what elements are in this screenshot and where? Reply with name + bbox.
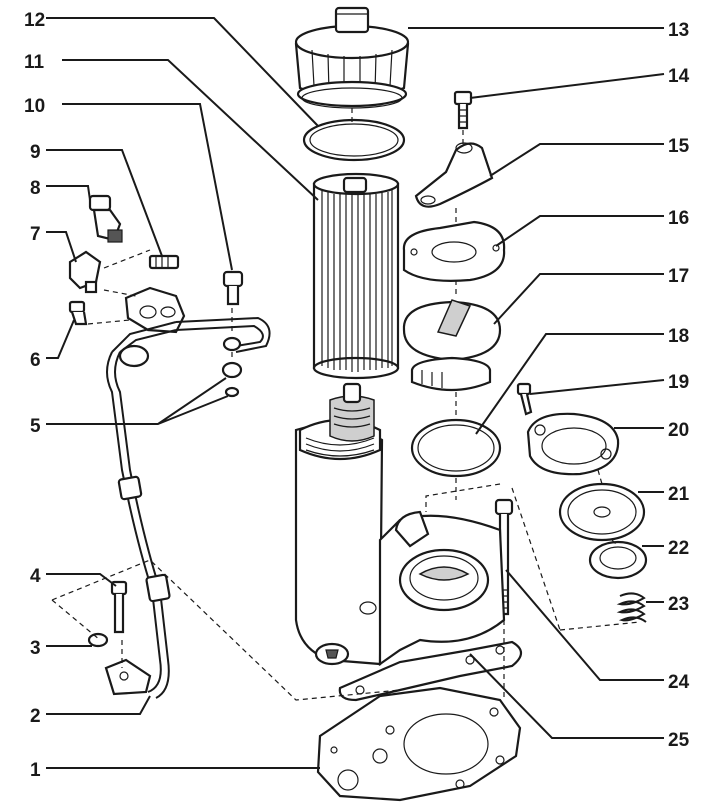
bracket <box>414 142 494 208</box>
filter-housing <box>294 382 506 667</box>
base-gasket-1 <box>316 686 522 802</box>
callout-5: 5 <box>30 416 41 437</box>
callout-6: 6 <box>30 350 41 371</box>
leader-lines <box>46 17 665 769</box>
callout-12: 12 <box>24 10 45 31</box>
spring-seat-22 <box>588 540 648 580</box>
sensor-8 <box>88 194 123 243</box>
callout-16: 16 <box>668 208 689 229</box>
washer-3 <box>87 632 109 648</box>
line-clip-2 <box>104 658 152 696</box>
gasket-16 <box>402 220 506 282</box>
washers-5 <box>221 336 243 398</box>
callout-15: 15 <box>668 136 690 157</box>
bolt-10 <box>222 270 244 306</box>
callout-13: 13 <box>668 20 689 41</box>
callout-21: 21 <box>668 484 690 505</box>
callout-labels: 12 11 10 9 8 7 6 5 4 3 2 1 13 14 15 16 1… <box>24 10 690 781</box>
callout-4: 4 <box>30 566 41 587</box>
callout-23: 23 <box>668 594 689 615</box>
oil-filter-cap <box>294 6 410 109</box>
assembly-dash-lines <box>51 249 641 701</box>
valve-housing-17 <box>402 299 502 392</box>
screw-19 <box>516 382 533 416</box>
bolt-4 <box>110 580 128 634</box>
cover-plate-20 <box>526 412 620 476</box>
callout-17: 17 <box>668 266 689 287</box>
callout-11: 11 <box>24 52 45 73</box>
sensor-9 <box>148 254 180 270</box>
callout-20: 20 <box>668 420 689 441</box>
callout-7: 7 <box>30 224 41 245</box>
callout-9: 9 <box>30 142 41 163</box>
sender-bracket <box>124 286 186 334</box>
callout-2: 2 <box>30 706 41 727</box>
screw-14 <box>453 90 473 130</box>
callout-25: 25 <box>668 730 690 751</box>
callout-22: 22 <box>668 538 689 559</box>
callout-10: 10 <box>24 96 45 117</box>
callout-19: 19 <box>668 372 689 393</box>
callout-14: 14 <box>668 66 690 87</box>
sensor-7 <box>68 250 102 294</box>
callout-3: 3 <box>30 638 41 659</box>
callout-1: 1 <box>30 760 41 781</box>
spring-23 <box>616 592 647 623</box>
diaphragm-21 <box>558 482 646 542</box>
o-ring-cap <box>302 118 406 162</box>
callout-24: 24 <box>668 672 690 693</box>
filter-element <box>312 172 400 380</box>
callout-18: 18 <box>668 326 689 347</box>
oil-line <box>106 316 271 699</box>
sensor-6 <box>68 300 88 326</box>
o-ring-18 <box>410 418 502 478</box>
callout-8: 8 <box>30 178 41 199</box>
